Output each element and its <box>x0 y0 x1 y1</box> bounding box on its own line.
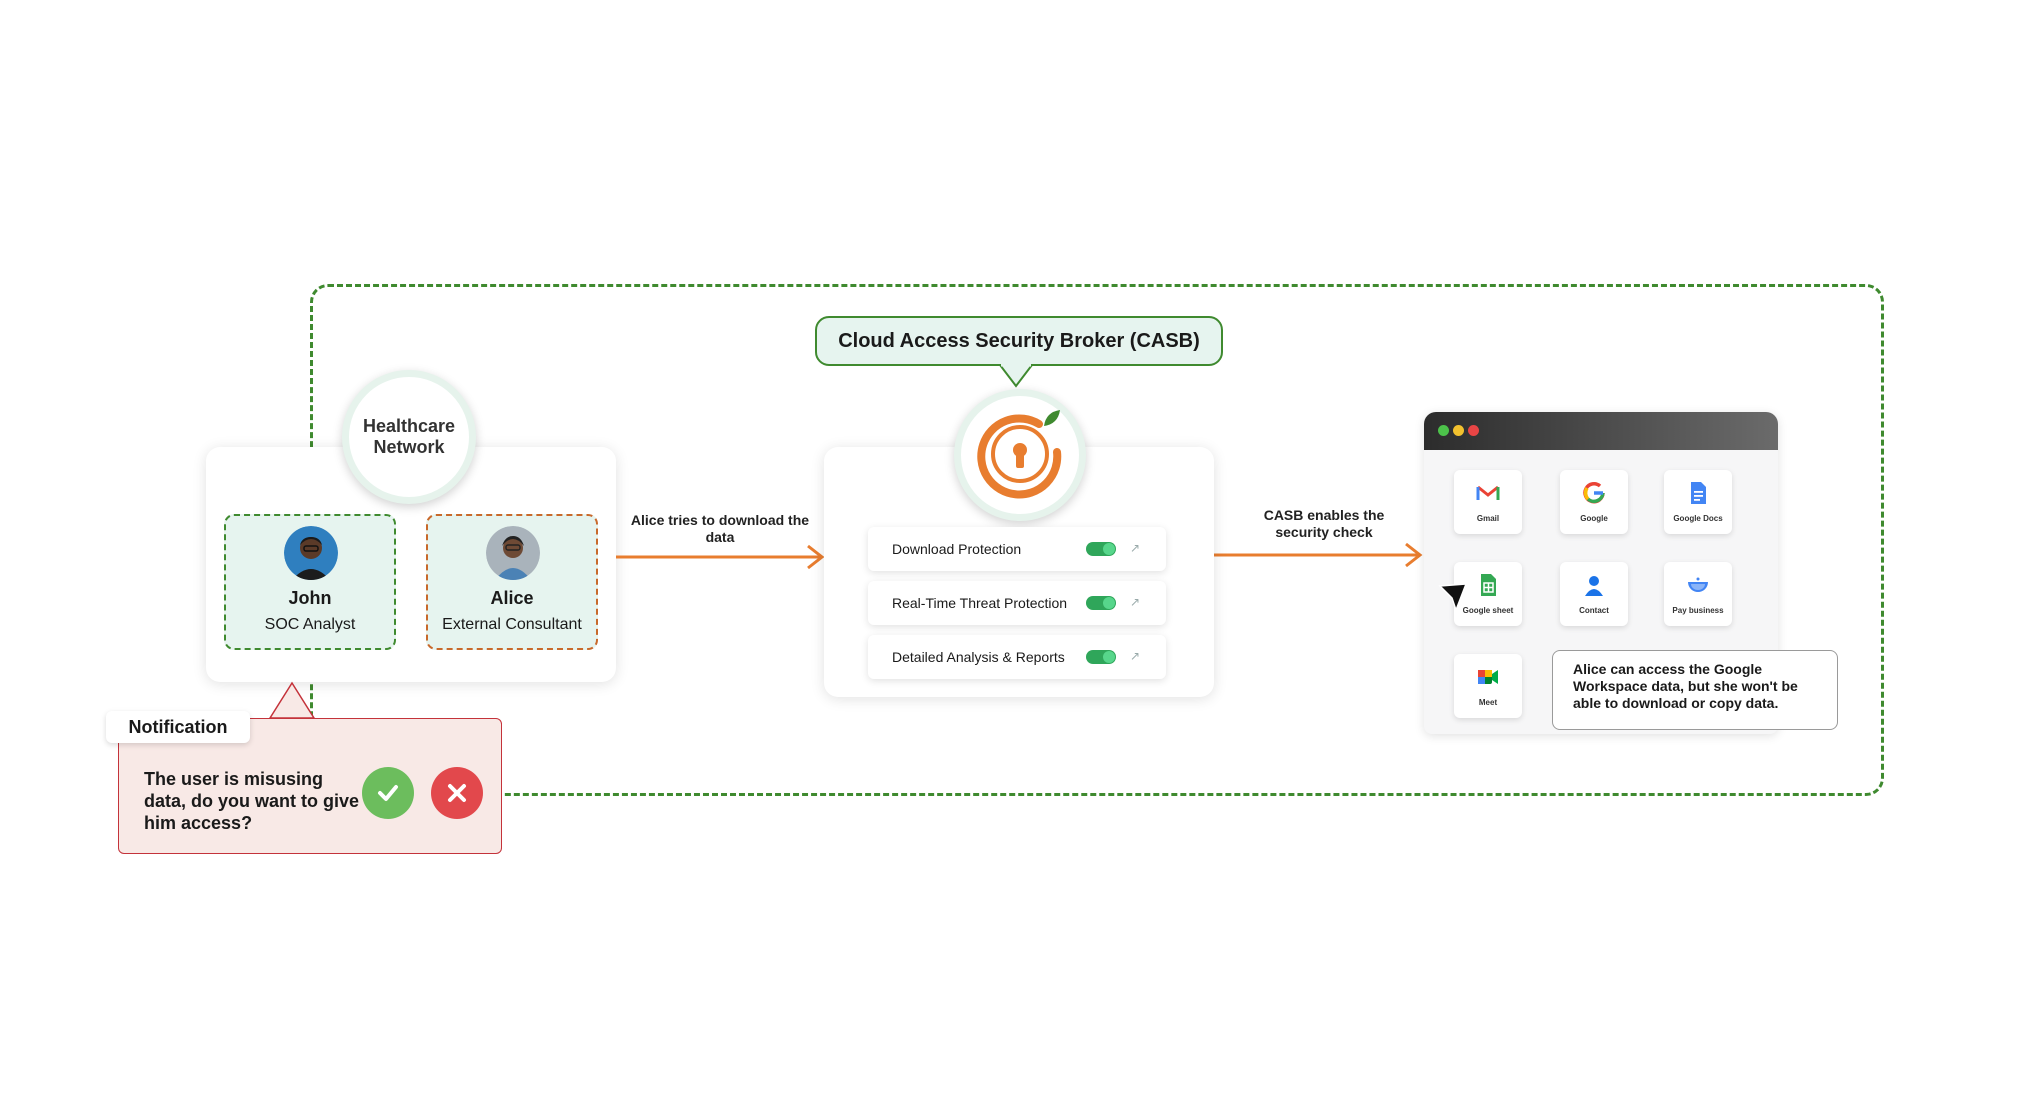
app-name: Google <box>1580 514 1608 523</box>
user-name: Alice <box>490 588 534 608</box>
contact-icon <box>1585 576 1603 596</box>
window-dot-red <box>1468 425 1479 436</box>
window-dot-yellow <box>1453 425 1464 436</box>
external-link-icon[interactable]: ↗ <box>1130 541 1141 555</box>
app-tile-meet[interactable]: Meet <box>1454 654 1522 718</box>
notification-title-text: Notification <box>128 716 228 737</box>
alice-avatar <box>486 526 540 580</box>
notification-title: Notification <box>106 711 250 743</box>
close-icon <box>448 784 466 802</box>
notification-pointer <box>268 681 316 719</box>
feature-toggle[interactable] <box>1086 650 1116 664</box>
feature-toggle[interactable] <box>1086 596 1116 610</box>
app-tile-google-sheet[interactable]: Google sheet <box>1454 562 1522 626</box>
feature-row: Real-Time Threat Protection ↗ <box>868 581 1166 625</box>
app-tile-pay-business[interactable]: Pay business <box>1664 562 1732 626</box>
cursor-icon <box>1438 583 1468 613</box>
deny-button[interactable] <box>431 767 483 819</box>
notification-message: The user is misusing data, do you want t… <box>144 769 360 833</box>
casb-title: Cloud Access Security Broker (CASB) <box>815 316 1223 366</box>
network-title: Healthcare Network <box>362 416 456 457</box>
app-name: Meet <box>1478 698 1498 707</box>
window-dot-green <box>1438 425 1449 436</box>
casb-logo <box>954 389 1086 521</box>
casb-title-text: Cloud Access Security Broker (CASB) <box>838 329 1200 352</box>
app-tile-google-docs[interactable]: Google Docs <box>1664 470 1732 534</box>
external-link-icon[interactable]: ↗ <box>1130 649 1141 663</box>
workspace-access-note: Alice can access the Google Workspace da… <box>1552 650 1838 730</box>
google-docs-icon <box>1691 482 1706 504</box>
keyhole-lock-icon <box>977 410 1062 499</box>
user-card-john: John SOC Analyst <box>224 514 396 650</box>
john-avatar <box>284 526 338 580</box>
casb-title-pointer <box>998 364 1034 388</box>
app-name: Contact <box>1579 606 1609 615</box>
approve-button[interactable] <box>362 767 414 819</box>
arrow-to-workspace <box>1214 542 1423 568</box>
app-tile-contact[interactable]: Contact <box>1560 562 1628 626</box>
step1-label: Alice tries to download the data <box>630 512 810 545</box>
user-name: John <box>288 588 332 608</box>
feature-label: Real-Time Threat Protection <box>892 595 1068 611</box>
checkmark-icon <box>378 785 398 801</box>
app-name: Google sheet <box>1462 606 1514 615</box>
external-link-icon[interactable]: ↗ <box>1130 595 1141 609</box>
google-icon <box>1583 481 1605 504</box>
google-pay-icon <box>1688 577 1708 592</box>
app-tile-google[interactable]: Google <box>1560 470 1628 534</box>
feature-row: Download Protection ↗ <box>868 527 1166 571</box>
user-role: External Consultant <box>442 616 582 633</box>
app-tile-gmail[interactable]: Gmail <box>1454 470 1522 534</box>
google-sheets-icon <box>1481 574 1496 596</box>
app-name: Pay business <box>1672 606 1724 615</box>
app-name: Gmail <box>1476 514 1500 523</box>
healthcare-network-badge: Healthcare Network <box>342 370 476 504</box>
user-card-alice: Alice External Consultant <box>426 514 598 650</box>
app-name: Google Docs <box>1673 514 1723 523</box>
user-role: SOC Analyst <box>264 616 356 633</box>
arrow-to-casb <box>616 544 825 570</box>
feature-toggle[interactable] <box>1086 542 1116 556</box>
feature-label: Download Protection <box>892 541 1022 557</box>
feature-label: Detailed Analysis & Reports <box>892 649 1065 665</box>
google-meet-icon <box>1478 670 1498 684</box>
feature-row: Detailed Analysis & Reports ↗ <box>868 635 1166 679</box>
step2-label: CASB enables the security check <box>1263 507 1385 540</box>
browser-titlebar <box>1424 412 1778 450</box>
gmail-icon <box>1476 485 1500 500</box>
